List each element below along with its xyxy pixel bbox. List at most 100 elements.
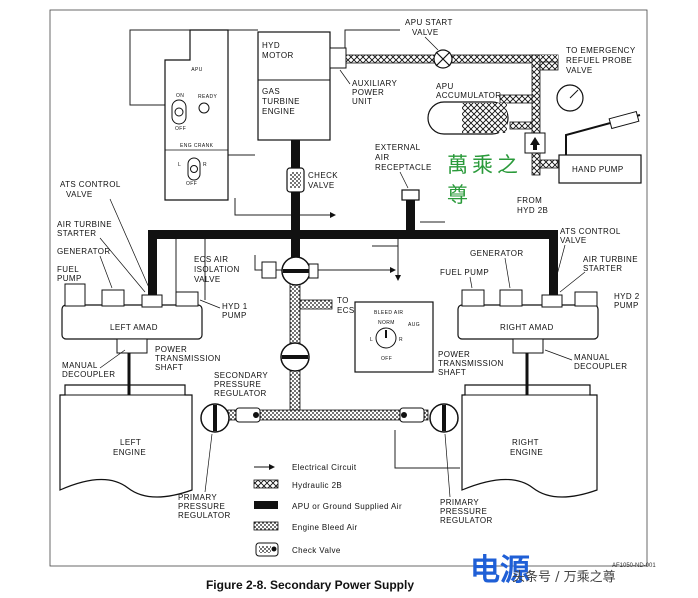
primary-reg-right-l3: REGULATOR [440,516,493,525]
legend-check-valve-icon [255,542,279,557]
apu-accumulator-l1: APU [436,82,454,91]
external-air-receptacle[interactable] [401,189,420,201]
watermark-top: 萬乘之尊 [447,153,522,207]
aux-power-l2: POWER [352,88,384,97]
legend-electrical-label: Electrical Circuit [292,463,357,472]
legend-check-valve-label: Check Valve [292,546,341,555]
bleed-l-text: L [370,337,373,343]
pts-left-l3: SHAFT [155,363,183,372]
check-valve-l1: CHECK [308,171,338,180]
apu-start-valve-l1: APU START [405,18,453,27]
left-engine-l2: ENGINE [113,448,146,457]
right-amad-text: RIGHT AMAD [500,323,554,332]
primary-reg-left-l2: PRESSURE [178,502,225,511]
bleed-check-valve-right-icon [399,407,425,423]
air-turbine-right-l1: AIR TURBINE [583,255,638,264]
left-amad-text: LEFT AMAD [110,323,158,332]
bleed-check-valve-left-icon [235,407,261,423]
primary-regulator-right-icon [429,403,459,433]
apu-check-valve-icon [286,167,305,193]
crank-off-text: OFF [186,181,197,187]
check-valve-l2: VALVE [308,181,335,190]
pts-right-l3: SHAFT [438,368,466,377]
emergency-refuel-l3: VALVE [566,66,593,75]
emergency-refuel-l1: TO EMERGENCY [566,46,636,55]
hyd-motor-l1: HYD [262,41,280,50]
apu-accumulator [427,84,584,135]
to-ecs-l2: ECS [337,306,355,315]
ecs-isolation-l2: ISOLATION [194,265,240,274]
pts-right-l2: TRANSMISSION [438,359,504,368]
ats-left-l2: VALVE [66,190,93,199]
fuel-pump-left-l2: PUMP [57,274,82,283]
ats-left-l1: ATS CONTROL [60,180,121,189]
external-air-l1: EXTERNAL [375,143,421,152]
secondary-reg-l1: SECONDARY [214,371,268,380]
legend-apu-air-swatch [254,501,278,509]
aug-text: AUG [408,322,420,328]
external-air-l3: RECEPTACLE [375,163,432,172]
hyd-motor-l2: MOTOR [262,51,294,60]
pts-right-l1: POWER [438,350,470,359]
bleed-off-text: OFF [381,356,392,362]
crank-r-text: R [203,162,207,168]
primary-reg-left-l3: REGULATOR [178,511,231,520]
secondary-reg-l3: REGULATOR [214,389,267,398]
generator-right-text: GENERATOR [470,249,524,258]
frame-border [49,9,648,567]
apu-control-panel: APU ON OFF READY ENG CRANK L R OFF [164,29,229,201]
apu-unit: HYD MOTOR GAS TURBINE ENGINE [257,31,347,141]
apu-accumulator-l2: ACCUMULATOR [436,91,501,100]
ecs-isolation-l1: ECS AIR [194,255,228,264]
left-amad [61,283,203,354]
figure-caption: Figure 2-8. Secondary Power Supply [205,578,415,592]
left-engine [59,353,193,498]
manual-decoupler-right-l2: DECOUPLER [574,362,627,371]
hyd2-pump-l1: HYD 2 [614,292,640,301]
from-hyd-l1: FROM [517,196,542,205]
pts-left-l2: TRANSMISSION [155,354,221,363]
fuel-pump-left-l1: FUEL [57,265,79,274]
apu-start-valve-icon [433,49,453,69]
primary-regulator-left-icon [200,403,230,433]
secondary-reg-l2: PRESSURE [214,380,261,389]
part-number: AF1050-ND-001 [612,563,656,569]
manual-decoupler-right-l1: MANUAL [574,353,610,362]
legend-apu-air-label: APU or Ground Supplied Air [292,502,402,511]
eng-crank-text: ENG CRANK [180,143,214,149]
gas-turbine-l2: TURBINE [262,97,300,106]
left-engine-l1: LEFT [120,438,141,447]
legend: Electrical Circuit Hydraulic 2B APU or G… [253,463,402,557]
right-amad [457,289,599,354]
secondary-regulator-icon [280,342,310,372]
pts-left-l1: POWER [155,345,187,354]
fuel-pump-right-text: FUEL PUMP [440,268,489,277]
manual-decoupler-left-l2: DECOUPLER [62,370,115,379]
ready-light-icon [198,102,210,114]
bleed-r-text: R [399,337,403,343]
air-turbine-left-l2: STARTER [57,229,96,238]
ats-right-l2: VALVE [560,236,587,245]
apu-panel-title: APU [191,67,202,73]
legend-hydraulic-swatch [253,479,279,489]
gas-turbine-l1: GAS [262,87,280,96]
aux-power-l3: UNIT [352,97,372,106]
watermark-bottom: 头条号 / 万乘之尊 [512,570,616,585]
right-engine-l1: RIGHT [512,438,539,447]
hyd1-pump-l1: HYD 1 [222,302,248,311]
ecs-isolation-valve-icon [261,256,319,286]
primary-reg-right-l1: PRIMARY [440,498,479,507]
air-turbine-left-l1: AIR TURBINE [57,220,112,229]
external-air-l2: AIR [375,153,390,162]
ecs-isolation-l3: VALVE [194,275,221,284]
bleed-air-panel-title: BLEED AIR [374,310,403,316]
hyd1-pump-l2: PUMP [222,311,247,320]
emergency-refuel-l2: REFUEL PROBE [566,56,632,65]
hand-pump-text: HAND PUMP [572,165,624,174]
hand-pump [524,110,642,184]
legend-bleed-air-label: Engine Bleed Air [292,523,358,532]
manual-decoupler-left-l1: MANUAL [62,361,98,370]
primary-reg-right-l2: PRESSURE [440,507,487,516]
watermark-mid: 电源 [470,553,530,588]
